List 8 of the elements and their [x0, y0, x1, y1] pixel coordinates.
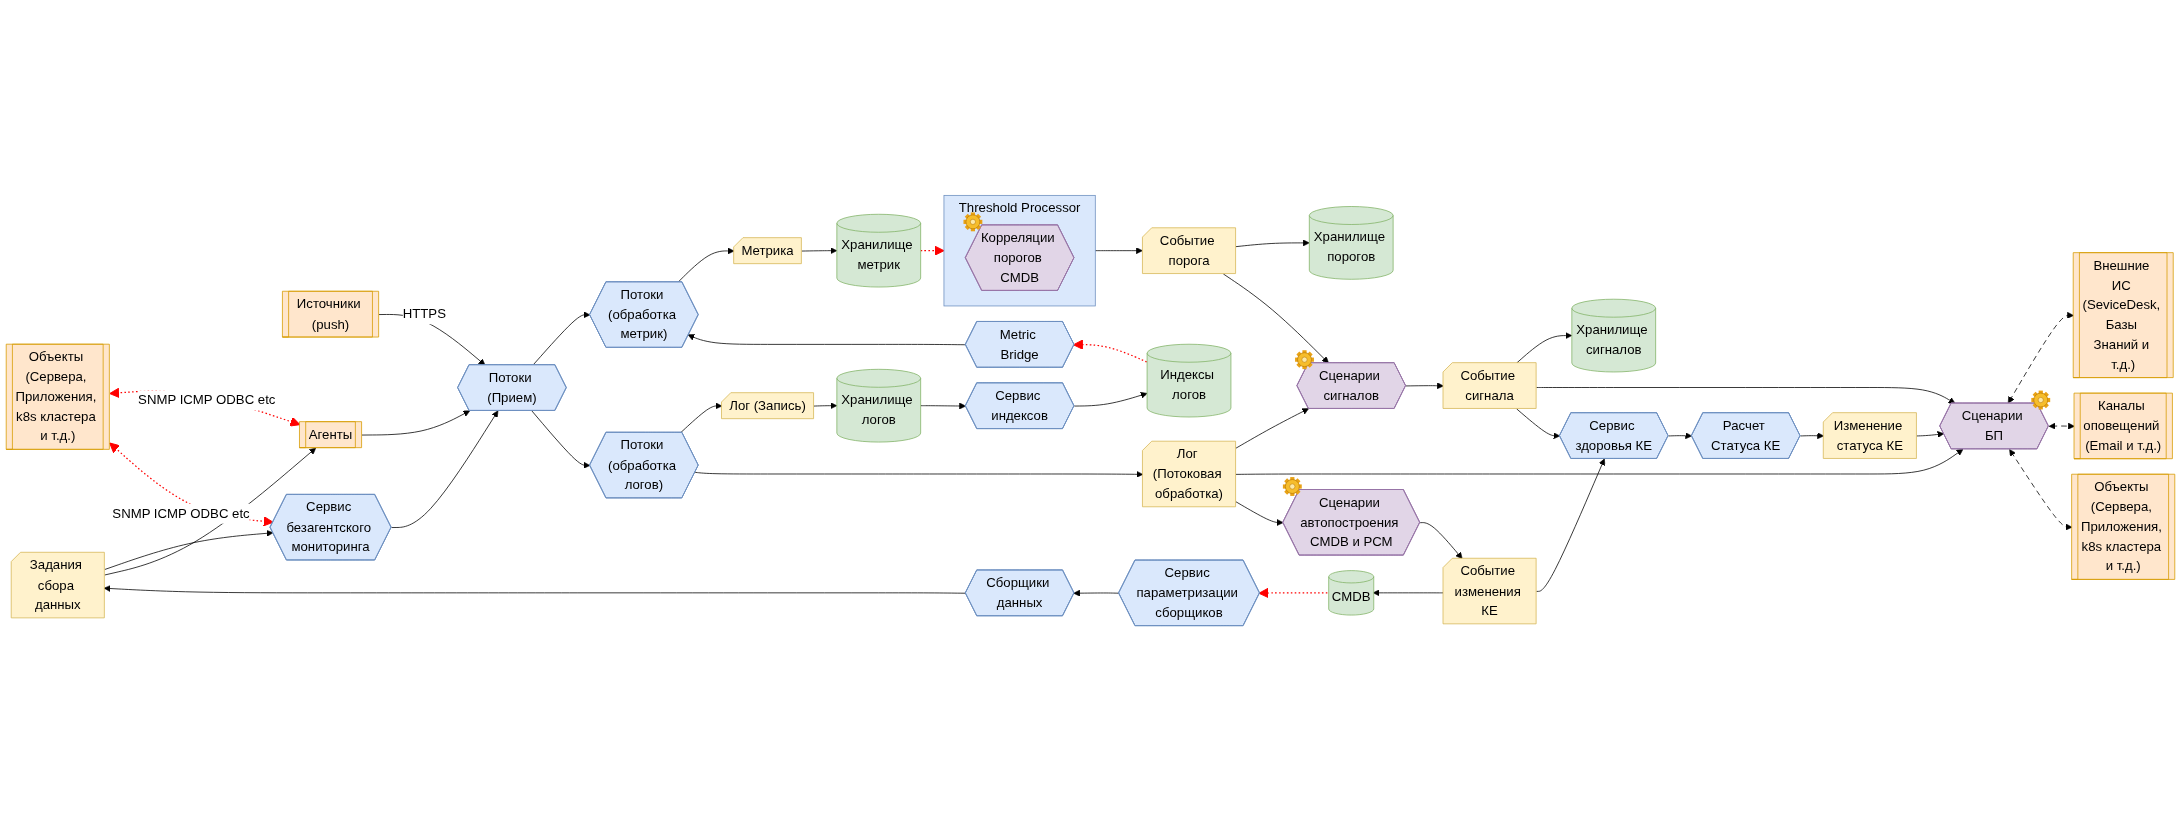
- arrow: [2048, 422, 2075, 430]
- arrow: [1072, 339, 1148, 363]
- edge-label: SNMP ICMP ODBC etc: [138, 392, 276, 408]
- edge-label: SNMP ICMP ODBC etc: [112, 505, 250, 521]
- arrow: [109, 442, 274, 527]
- arrow: [920, 245, 945, 256]
- edge-label: HTTPS: [402, 306, 446, 322]
- arrow: [1258, 587, 1330, 599]
